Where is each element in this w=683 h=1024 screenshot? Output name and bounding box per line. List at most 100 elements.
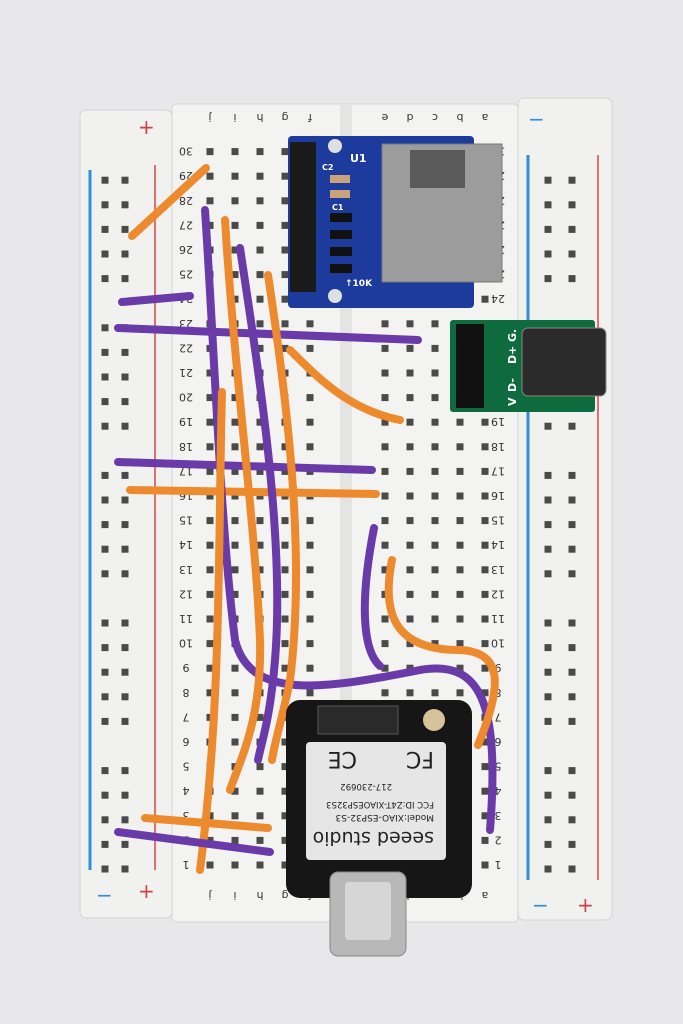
rail-hole[interactable] bbox=[544, 693, 552, 701]
rail-hole[interactable] bbox=[568, 840, 576, 848]
breadboard-hole[interactable] bbox=[231, 812, 239, 820]
breadboard-hole[interactable] bbox=[406, 590, 414, 598]
rail-hole[interactable] bbox=[121, 717, 129, 725]
breadboard-hole[interactable] bbox=[406, 517, 414, 525]
rail-hole[interactable] bbox=[568, 225, 576, 233]
breadboard-hole[interactable] bbox=[281, 566, 289, 574]
breadboard-hole[interactable] bbox=[206, 590, 214, 598]
breadboard-hole[interactable] bbox=[431, 541, 439, 549]
rail-hole[interactable] bbox=[121, 250, 129, 258]
breadboard-hole[interactable] bbox=[456, 541, 464, 549]
rail-hole[interactable] bbox=[101, 668, 109, 676]
breadboard-hole[interactable] bbox=[481, 590, 489, 598]
breadboard-hole[interactable] bbox=[281, 221, 289, 229]
breadboard-hole[interactable] bbox=[406, 467, 414, 475]
breadboard-hole[interactable] bbox=[381, 689, 389, 697]
breadboard-hole[interactable] bbox=[431, 418, 439, 426]
breadboard-hole[interactable] bbox=[256, 221, 264, 229]
breadboard-hole[interactable] bbox=[381, 615, 389, 623]
breadboard-hole[interactable] bbox=[256, 812, 264, 820]
breadboard-hole[interactable] bbox=[406, 615, 414, 623]
breadboard-hole[interactable] bbox=[406, 394, 414, 402]
breadboard-hole[interactable] bbox=[206, 541, 214, 549]
breadboard-hole[interactable] bbox=[206, 394, 214, 402]
breadboard-hole[interactable] bbox=[206, 172, 214, 180]
breadboard-hole[interactable] bbox=[306, 664, 314, 672]
rail-hole[interactable] bbox=[101, 545, 109, 553]
breadboard-hole[interactable] bbox=[281, 295, 289, 303]
rail-hole[interactable] bbox=[101, 422, 109, 430]
rail-hole[interactable] bbox=[568, 201, 576, 209]
rail-hole[interactable] bbox=[101, 275, 109, 283]
breadboard-hole[interactable] bbox=[381, 418, 389, 426]
breadboard-hole[interactable] bbox=[231, 443, 239, 451]
breadboard-hole[interactable] bbox=[406, 443, 414, 451]
breadboard-hole[interactable] bbox=[456, 492, 464, 500]
breadboard-hole[interactable] bbox=[281, 640, 289, 648]
breadboard-hole[interactable] bbox=[206, 467, 214, 475]
rail-hole[interactable] bbox=[568, 545, 576, 553]
breadboard-hole[interactable] bbox=[456, 689, 464, 697]
rail-hole[interactable] bbox=[121, 521, 129, 529]
breadboard-hole[interactable] bbox=[281, 443, 289, 451]
breadboard-hole[interactable] bbox=[381, 394, 389, 402]
breadboard-hole[interactable] bbox=[481, 812, 489, 820]
breadboard-hole[interactable] bbox=[281, 836, 289, 844]
rail-hole[interactable] bbox=[544, 545, 552, 553]
breadboard-hole[interactable] bbox=[206, 640, 214, 648]
rail-hole[interactable] bbox=[101, 521, 109, 529]
breadboard-hole[interactable] bbox=[306, 394, 314, 402]
breadboard-hole[interactable] bbox=[231, 246, 239, 254]
rail-hole[interactable] bbox=[121, 471, 129, 479]
rail-hole[interactable] bbox=[121, 225, 129, 233]
breadboard-hole[interactable] bbox=[306, 541, 314, 549]
breadboard-hole[interactable] bbox=[481, 517, 489, 525]
breadboard-hole[interactable] bbox=[206, 443, 214, 451]
rail-hole[interactable] bbox=[568, 865, 576, 873]
breadboard-hole[interactable] bbox=[256, 566, 264, 574]
rail-hole[interactable] bbox=[568, 767, 576, 775]
rail-hole[interactable] bbox=[101, 398, 109, 406]
rail-hole[interactable] bbox=[544, 717, 552, 725]
breadboard-hole[interactable] bbox=[431, 615, 439, 623]
rail-hole[interactable] bbox=[101, 865, 109, 873]
rail-hole[interactable] bbox=[101, 201, 109, 209]
breadboard-hole[interactable] bbox=[406, 541, 414, 549]
breadboard-hole[interactable] bbox=[306, 344, 314, 352]
rail-hole[interactable] bbox=[568, 791, 576, 799]
breadboard-hole[interactable] bbox=[231, 566, 239, 574]
breadboard-hole[interactable] bbox=[231, 517, 239, 525]
breadboard-hole[interactable] bbox=[481, 566, 489, 574]
rail-hole[interactable] bbox=[544, 668, 552, 676]
rail-hole[interactable] bbox=[544, 570, 552, 578]
breadboard-hole[interactable] bbox=[281, 517, 289, 525]
breadboard-hole[interactable] bbox=[381, 344, 389, 352]
rail-hole[interactable] bbox=[121, 644, 129, 652]
breadboard-hole[interactable] bbox=[206, 418, 214, 426]
breadboard-hole[interactable] bbox=[406, 344, 414, 352]
breadboard-hole[interactable] bbox=[256, 467, 264, 475]
breadboard-hole[interactable] bbox=[306, 418, 314, 426]
rail-hole[interactable] bbox=[121, 275, 129, 283]
breadboard-hole[interactable] bbox=[381, 492, 389, 500]
breadboard-hole[interactable] bbox=[206, 689, 214, 697]
breadboard-hole[interactable] bbox=[306, 517, 314, 525]
breadboard-hole[interactable] bbox=[281, 246, 289, 254]
rail-hole[interactable] bbox=[101, 570, 109, 578]
breadboard-hole[interactable] bbox=[306, 320, 314, 328]
rail-hole[interactable] bbox=[568, 422, 576, 430]
rail-hole[interactable] bbox=[568, 693, 576, 701]
rail-hole[interactable] bbox=[101, 496, 109, 504]
breadboard-hole[interactable] bbox=[256, 148, 264, 156]
breadboard-hole[interactable] bbox=[406, 492, 414, 500]
breadboard-hole[interactable] bbox=[306, 615, 314, 623]
rail-hole[interactable] bbox=[544, 791, 552, 799]
rail-hole[interactable] bbox=[121, 545, 129, 553]
rail-hole[interactable] bbox=[101, 348, 109, 356]
breadboard-hole[interactable] bbox=[231, 713, 239, 721]
breadboard-hole[interactable] bbox=[431, 492, 439, 500]
breadboard-hole[interactable] bbox=[206, 615, 214, 623]
breadboard-hole[interactable] bbox=[231, 590, 239, 598]
breadboard-hole[interactable] bbox=[206, 369, 214, 377]
breadboard-hole[interactable] bbox=[231, 861, 239, 869]
